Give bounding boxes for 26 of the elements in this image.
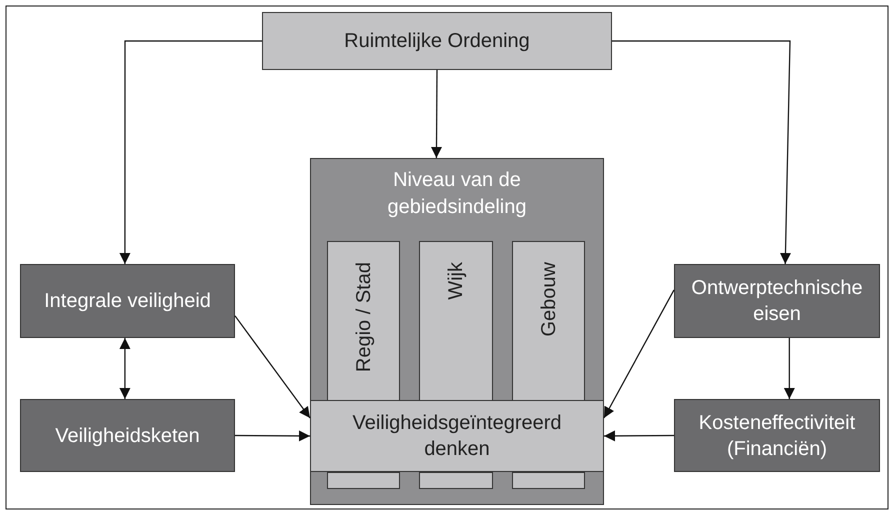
process-box: Kosteneffectiviteit (Financiën) <box>674 399 880 472</box>
process-box: Integrale veiligheid <box>20 264 235 338</box>
arrow <box>119 40 262 264</box>
arrow <box>234 315 310 418</box>
group-title: Niveau van de gebiedsindeling <box>386 168 528 220</box>
column-base <box>419 472 493 489</box>
group-panel <box>310 158 604 505</box>
process-box: Veiligheidsketen <box>20 399 235 472</box>
process-box: Veiligheidsgeïntegreerd denken <box>310 400 604 472</box>
process-box: Ontwerptechnische eisen <box>674 264 880 338</box>
arrow <box>119 338 130 399</box>
column-panel <box>327 241 400 401</box>
arrow <box>612 40 791 264</box>
process-box: Ruimtelijke Ordening <box>262 12 612 70</box>
arrow <box>784 338 795 399</box>
column-label: Wijk <box>446 262 466 300</box>
column-base <box>327 472 400 489</box>
column-panel <box>419 241 493 401</box>
column-label: Gebouw <box>538 262 558 336</box>
column-base <box>512 472 585 489</box>
arrow <box>431 70 442 158</box>
arrow <box>603 290 675 418</box>
arrow <box>604 430 674 442</box>
column-label: Regio / Stad <box>354 262 374 372</box>
column-panel <box>512 241 585 401</box>
arrow <box>235 430 310 442</box>
